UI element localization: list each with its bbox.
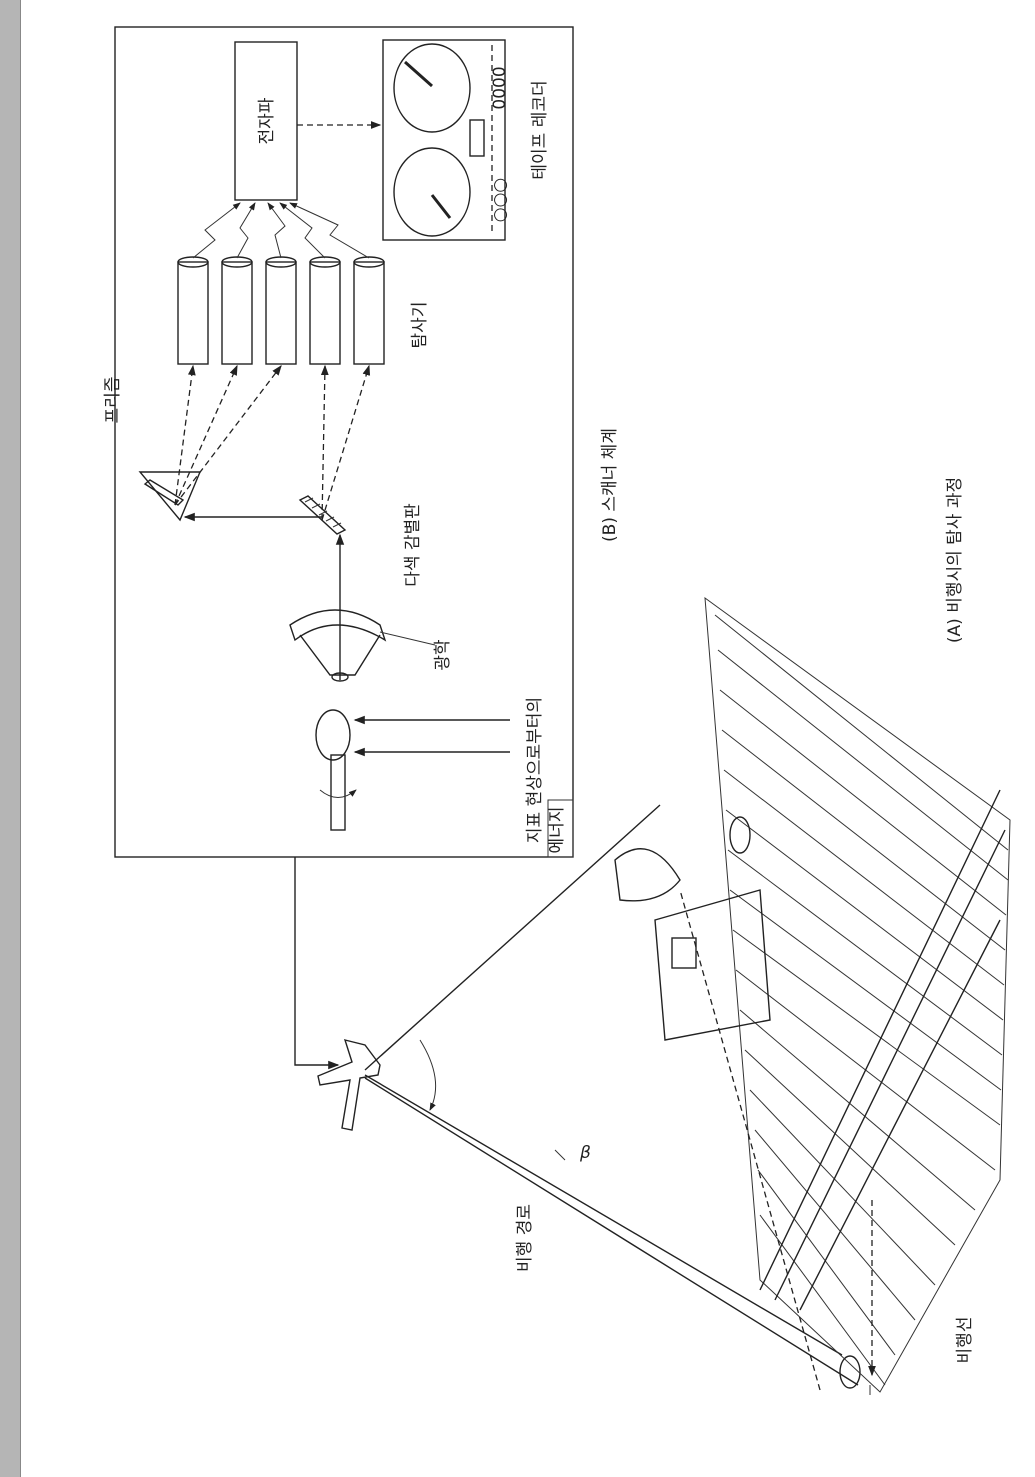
prism (138, 471, 202, 522)
ground-plane (704, 596, 1011, 1393)
scan-mirror (315, 709, 351, 761)
electronics-label: 전자파 (257, 97, 277, 144)
flight-line-label: 비행선 (955, 1317, 975, 1364)
beta-label: β (579, 1143, 591, 1163)
panel-a-caption: (A) 비행시의 탐사 과정 (945, 477, 965, 643)
rotating-shaft (330, 754, 346, 831)
flight-scan-panel: β (317, 596, 1011, 1395)
dichroic-label: 다색 감별판 (403, 503, 423, 587)
panel-b-caption: (B) 스캐너 체계 (600, 428, 620, 542)
scanner-panel-border (114, 26, 574, 858)
tape-recorder: 0000 ○○○ (382, 39, 510, 241)
svg-text:○○○: ○○○ (490, 178, 510, 223)
dichroic-grating (298, 495, 347, 535)
optics (289, 609, 387, 682)
energy-label-line2: 에너지 (547, 807, 567, 854)
svg-text:0000: 0000 (490, 66, 510, 109)
flight-path-label: 비행 경로 (515, 1204, 535, 1272)
detectors-label: 탐사기 (410, 302, 430, 349)
detectors (177, 202, 385, 365)
tape-recorder-label: 테이프 레코더 (530, 80, 550, 179)
vehicle (729, 816, 751, 854)
mirror (143, 479, 185, 506)
airplane-icon (317, 1039, 381, 1131)
scan-margin-bar (0, 0, 21, 1477)
scanner-system-panel: 전자파 0000 ○○○ 테이프 레코더 (103, 26, 574, 858)
tree (614, 848, 681, 902)
building (654, 889, 771, 1041)
energy-label-line1: 지표 현상으로부터의 (525, 697, 545, 843)
optics-label: 광학 (433, 639, 453, 671)
electronics-box (234, 41, 298, 201)
flight-line-arrow (679, 889, 821, 1391)
prism-label: 프리즘 (103, 377, 123, 424)
